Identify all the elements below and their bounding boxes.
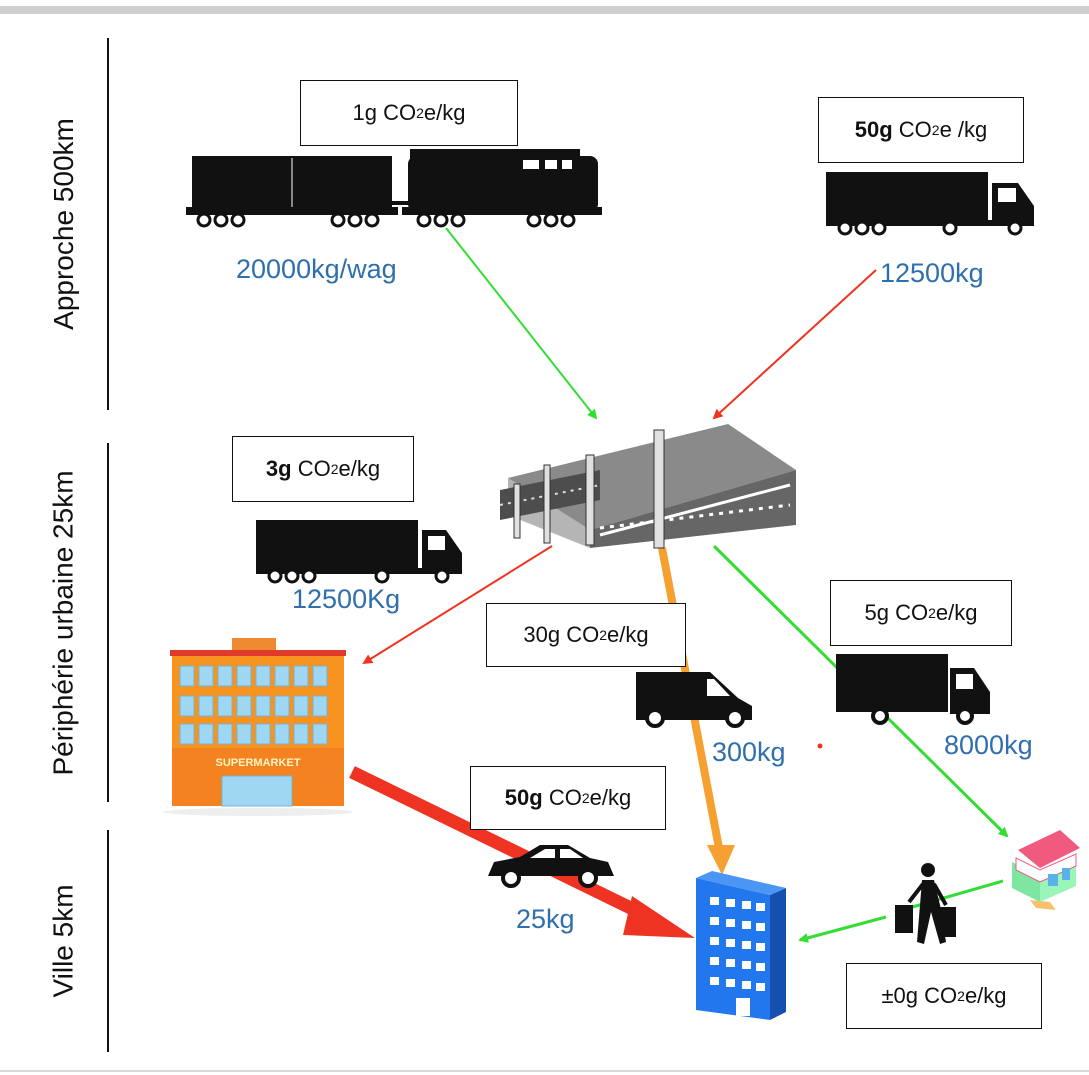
arrows — [349, 227, 1009, 943]
pedestrian-icon — [895, 863, 956, 944]
truck-small-icon — [836, 654, 990, 725]
quantity-truck-long-haul: 12500kg — [880, 258, 984, 288]
zone-label-approach: Approche 500km — [48, 118, 79, 330]
warehouse-icon — [499, 424, 796, 549]
zone-label-city: Ville 5km — [48, 884, 79, 998]
shop-icon — [1012, 830, 1080, 910]
quantity-train: 20000kg/wag — [236, 254, 397, 284]
car-icon — [488, 845, 614, 888]
train-icon — [186, 149, 602, 228]
arrow-warehouse-to-supermarket — [362, 545, 553, 665]
quantity-car: 25kg — [516, 904, 575, 934]
quantity-truck-small: 8000kg — [944, 730, 1033, 760]
quantity-van: 300kg — [712, 737, 786, 767]
zone-label-periphery: Périphérie urbaine 25km — [48, 470, 79, 776]
arrow-head-red-thick — [623, 896, 695, 938]
van-icon — [636, 672, 752, 728]
truck-long-haul-icon — [826, 172, 1034, 236]
arrow-walker-to-city — [798, 915, 887, 943]
arrow-truck-to-warehouse — [712, 269, 877, 420]
city-building-icon — [696, 871, 786, 1020]
supermarket-icon: SUPERMARKET — [163, 638, 353, 816]
bottom-rule — [0, 1070, 1089, 1072]
arrow-train-to-warehouse — [445, 227, 598, 420]
arrow-supermarket-to-city — [349, 766, 648, 921]
red-dot — [817, 743, 823, 749]
truck-periphery-icon — [256, 520, 462, 584]
quantity-truck-periphery: 12500Kg — [292, 584, 401, 614]
arrow-head-orange — [707, 845, 735, 875]
top-rule — [0, 6, 1089, 14]
supermarket-sign: SUPERMARKET — [216, 757, 301, 769]
